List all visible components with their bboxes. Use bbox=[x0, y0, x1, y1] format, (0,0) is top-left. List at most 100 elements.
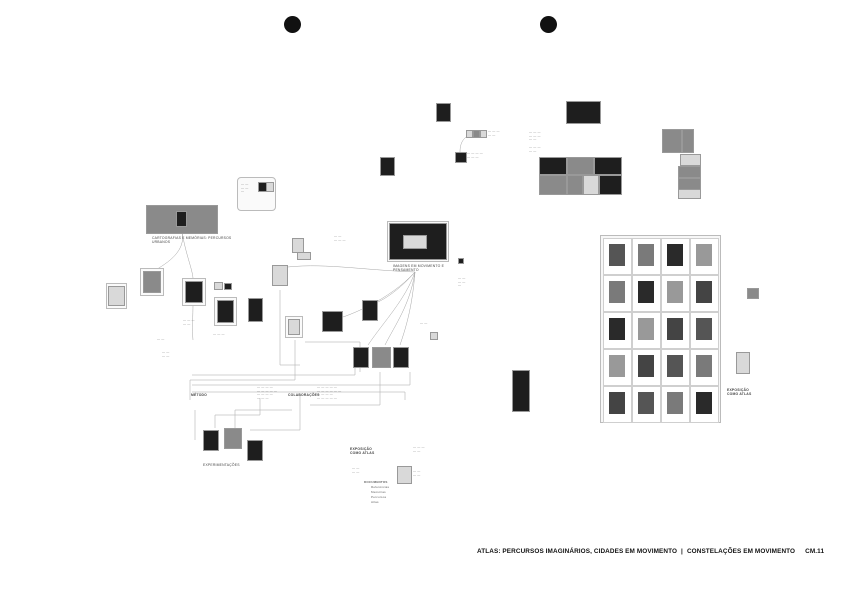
image-thumbnail bbox=[466, 130, 473, 138]
atlas-grid-image bbox=[609, 281, 625, 303]
image-thumbnail bbox=[288, 319, 300, 335]
image-thumbnail bbox=[203, 430, 219, 451]
image-thumbnail bbox=[680, 154, 701, 166]
annotation-text: — — —— — bbox=[488, 129, 500, 137]
atlas-grid-cell bbox=[661, 238, 690, 275]
doc-list-heading: DOCUMENTOS bbox=[364, 480, 388, 484]
atlas-grid-image bbox=[667, 318, 683, 340]
atlas-grid-image bbox=[609, 244, 625, 266]
node-center: COLABORAÇÕES bbox=[288, 393, 320, 397]
image-thumbnail bbox=[143, 271, 161, 293]
image-thumbnail bbox=[247, 440, 263, 461]
doc-list-item: Percursos bbox=[371, 495, 387, 499]
image-thumbnail bbox=[736, 352, 750, 374]
annotation-text: — — bbox=[420, 321, 428, 325]
atlas-grid-image bbox=[638, 281, 654, 303]
node-left: MÉTODO bbox=[191, 393, 208, 397]
map-image-inset bbox=[176, 211, 187, 227]
image-thumbnail bbox=[512, 370, 530, 412]
atlas-grid-image bbox=[667, 281, 683, 303]
collage-image-inset bbox=[403, 235, 427, 249]
atlas-grid-cell bbox=[603, 312, 632, 349]
image-thumbnail bbox=[599, 175, 622, 195]
image-thumbnail bbox=[566, 101, 601, 124]
image-thumbnail bbox=[272, 265, 288, 286]
annotation-text: — — — bbox=[213, 332, 225, 336]
image-thumbnail bbox=[436, 103, 451, 122]
annotation-text: — —— —— bbox=[241, 182, 249, 193]
image-thumbnail bbox=[455, 152, 467, 163]
atlas-grid-cell bbox=[603, 349, 632, 386]
annotation-text: — — — — —— — — — — —— — — —— — — — — bbox=[317, 385, 342, 400]
atlas-grid-image bbox=[696, 355, 712, 377]
atlas-grid-cell bbox=[690, 238, 719, 275]
atlas-grid-image bbox=[638, 318, 654, 340]
doc-list-item: Atlas bbox=[371, 500, 379, 504]
atlas-grid-cell bbox=[690, 349, 719, 386]
annotation-text: — —— —— bbox=[458, 276, 466, 287]
atlas-grid-cell bbox=[603, 386, 632, 423]
image-thumbnail bbox=[214, 282, 223, 290]
image-thumbnail bbox=[372, 347, 391, 368]
image-thumbnail bbox=[678, 189, 701, 199]
atlas-grid-image bbox=[609, 318, 625, 340]
image-thumbnail bbox=[397, 466, 412, 484]
atlas-grid-cell bbox=[690, 386, 719, 423]
image-thumbnail bbox=[297, 252, 311, 260]
atlas-grid-cell bbox=[690, 275, 719, 312]
image-thumbnail bbox=[266, 182, 274, 192]
doc-list-item: Memórias bbox=[371, 490, 386, 494]
atlas-grid-image bbox=[638, 244, 654, 266]
atlas-grid-image bbox=[696, 392, 712, 414]
exhibit-title-right: EXPOSIÇÃO COMO ATLAS bbox=[727, 388, 752, 396]
atlas-grid-cell bbox=[632, 238, 661, 275]
image-thumbnail bbox=[747, 288, 759, 299]
annotation-text: — — —— — bbox=[183, 318, 195, 326]
annotation-text: — — bbox=[157, 337, 165, 341]
map-caption: CARTOGRAFIAS E MEMÓRIAS: PERCURSOS URBAN… bbox=[152, 236, 232, 244]
footer-section: CONSTELAÇÕES EM MOVIMENTO bbox=[686, 548, 796, 555]
image-thumbnail bbox=[539, 175, 567, 195]
image-thumbnail bbox=[185, 281, 203, 303]
image-thumbnail bbox=[393, 347, 409, 368]
image-thumbnail bbox=[480, 130, 487, 138]
image-thumbnail bbox=[248, 298, 263, 322]
image-thumbnail bbox=[567, 175, 583, 195]
node-bottom: EXPERIMENTAÇÕES bbox=[203, 463, 240, 467]
annotation-text: — —— — bbox=[352, 466, 360, 474]
atlas-grid-image bbox=[638, 392, 654, 414]
atlas-grid-cell bbox=[661, 349, 690, 386]
image-thumbnail bbox=[682, 129, 694, 153]
atlas-grid-cell bbox=[632, 349, 661, 386]
annotation-text: — —— — bbox=[162, 350, 170, 358]
image-thumbnail bbox=[662, 129, 682, 153]
atlas-grid-image bbox=[696, 244, 712, 266]
section-marker-left bbox=[284, 16, 301, 33]
atlas-grid-cell bbox=[690, 312, 719, 349]
collage-caption: IMAGENS EM MOVIMENTO E PENSAMENTO bbox=[393, 264, 445, 272]
image-thumbnail bbox=[380, 157, 395, 176]
annotation-text: — — — —— — — bbox=[467, 151, 483, 159]
annotation-text: — — —— — —— — bbox=[529, 130, 541, 141]
atlas-grid-cell bbox=[603, 275, 632, 312]
atlas-grid-cell bbox=[661, 386, 690, 423]
atlas-grid-cell bbox=[661, 312, 690, 349]
section-marker-right bbox=[540, 16, 557, 33]
annotation-text: — — —— — bbox=[529, 145, 541, 153]
atlas-grid-image bbox=[696, 318, 712, 340]
atlas-grid-image bbox=[638, 355, 654, 377]
image-thumbnail bbox=[594, 157, 622, 175]
image-thumbnail bbox=[224, 428, 242, 449]
annotation-text: — —— — — bbox=[334, 234, 346, 242]
image-thumbnail bbox=[458, 258, 464, 264]
image-thumbnail bbox=[224, 283, 232, 290]
image-thumbnail bbox=[353, 347, 369, 368]
atlas-grid-cell bbox=[632, 386, 661, 423]
footer-title: ATLAS: PERCURSOS IMAGINÁRIOS, CIDADES EM… bbox=[477, 548, 678, 555]
annotation-text: — — — —— — — — —— — — —— — — bbox=[257, 385, 278, 400]
image-thumbnail bbox=[322, 311, 343, 332]
image-thumbnail bbox=[292, 238, 304, 253]
image-thumbnail bbox=[362, 300, 378, 321]
image-thumbnail bbox=[217, 300, 234, 323]
